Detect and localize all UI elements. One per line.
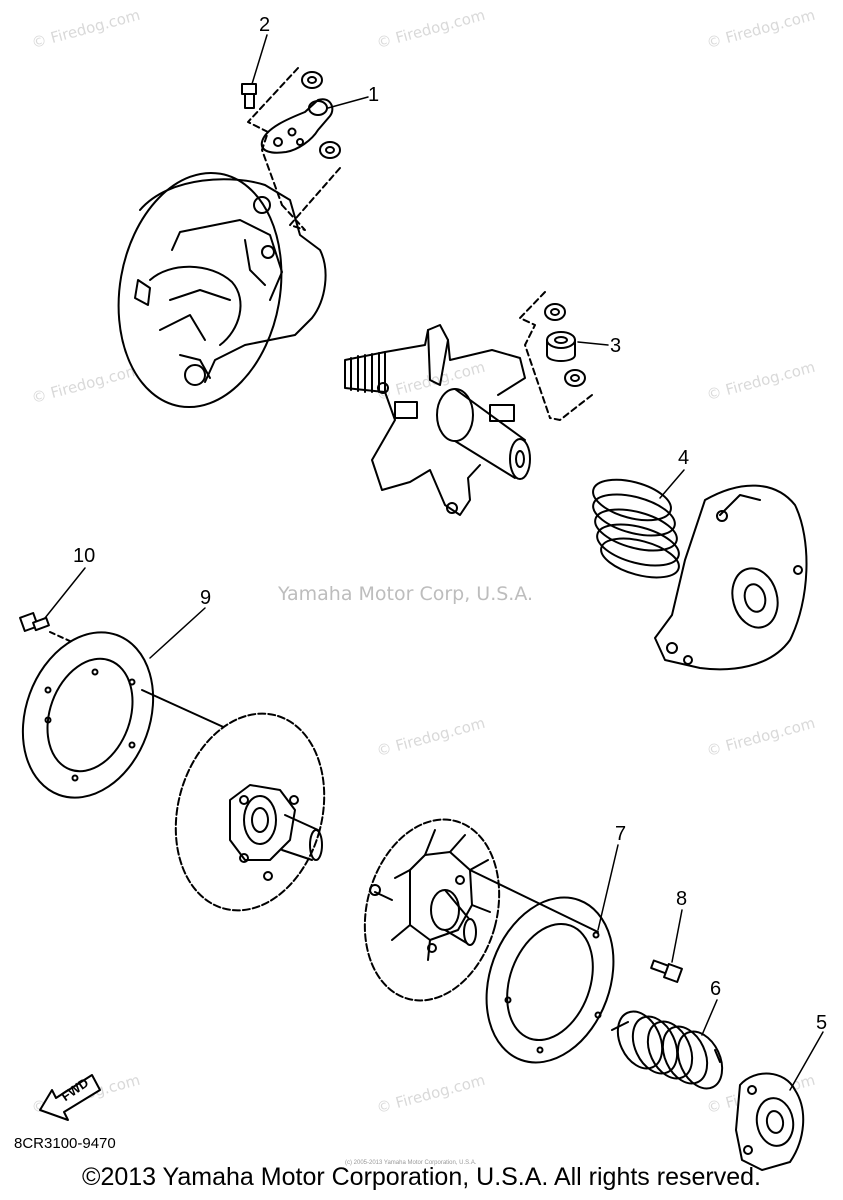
spider-hub	[344, 324, 531, 516]
fwd-arrow-icon	[39, 1074, 101, 1121]
callout-5: 5	[816, 1012, 828, 1034]
fixed-sheave-housing	[117, 171, 327, 409]
bolt-part-8	[650, 959, 683, 983]
callout-10: 10	[73, 545, 96, 567]
spring-part-6	[611, 1010, 724, 1090]
cam-part-5	[735, 1072, 805, 1171]
spring-cover	[654, 484, 808, 671]
callout-leaders	[44, 34, 824, 1091]
callout-8: 8	[676, 888, 688, 910]
diagram-code: 8CR3100-9470	[14, 1135, 116, 1152]
callout-9: 9	[200, 587, 212, 609]
small-copyright-note: (c) 2005-2013 Yamaha Motor Corporation, …	[345, 1160, 477, 1166]
movable-sheave	[174, 712, 326, 912]
callout-4: 4	[678, 447, 690, 469]
bolt-part-2	[241, 83, 257, 109]
secondary-sheave	[363, 818, 501, 1002]
callout-3: 3	[610, 335, 622, 357]
spring-part-4	[592, 478, 680, 579]
center-watermark: Yamaha Motor Corp, U.S.A.	[278, 583, 534, 605]
roller-part-3	[519, 291, 593, 421]
callout-1: 1	[368, 84, 380, 106]
disc-part-9	[21, 631, 231, 799]
disc-part-7	[469, 869, 615, 1064]
callout-6: 6	[710, 978, 722, 1000]
bolt-part-10	[19, 612, 73, 643]
copyright-footer: ©2013 Yamaha Motor Corporation, U.S.A. A…	[82, 1163, 761, 1191]
callout-7: 7	[615, 823, 627, 845]
weight-arm-part-1	[247, 67, 341, 231]
callout-2: 2	[259, 14, 271, 36]
